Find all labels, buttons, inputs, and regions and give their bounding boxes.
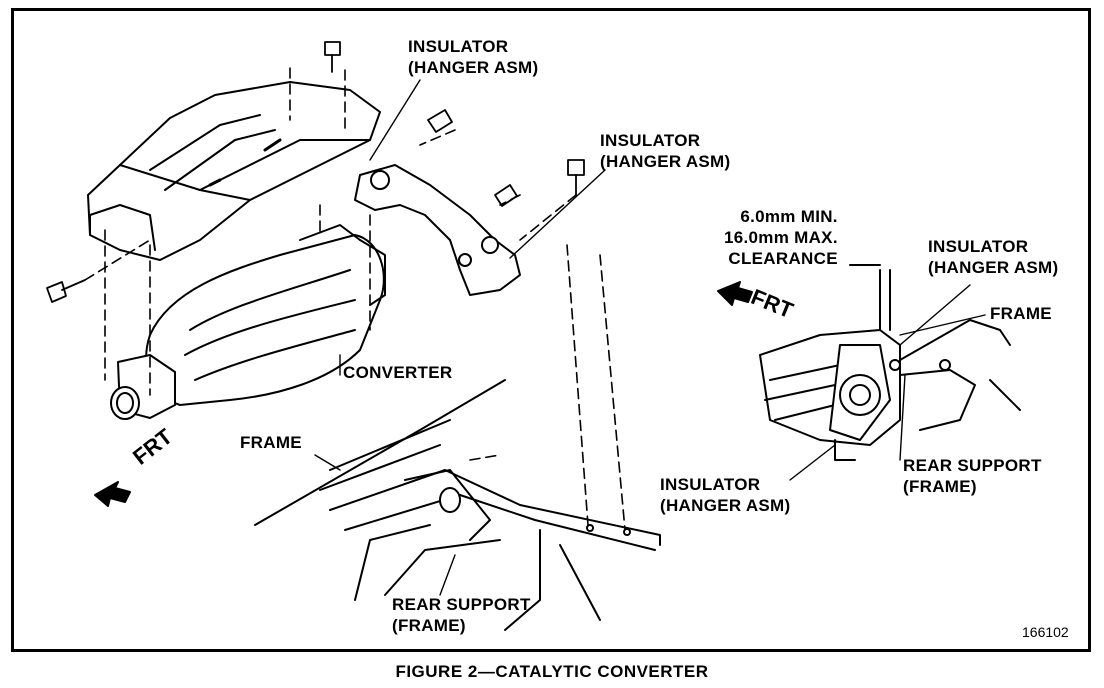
frt-arrow-right bbox=[717, 281, 753, 306]
frame-rail bbox=[254, 379, 661, 631]
frt-arrow-left bbox=[94, 481, 131, 507]
label-insulator-right: INSULATOR (HANGER ASM) bbox=[928, 237, 1059, 277]
label-rear-support-right: REAR SUPPORT (FRAME) bbox=[903, 456, 1042, 496]
converter-body bbox=[110, 224, 386, 420]
figure-border bbox=[11, 8, 1091, 652]
label-rear-support: REAR SUPPORT (FRAME) bbox=[392, 595, 531, 635]
label-frame-left: FRAME bbox=[240, 433, 302, 452]
bolts bbox=[46, 41, 585, 303]
detail-view bbox=[759, 264, 1021, 461]
heat-shield bbox=[87, 81, 381, 261]
hanger-bracket bbox=[354, 164, 521, 296]
label-converter: CONVERTER bbox=[343, 363, 453, 382]
figure-caption: FIGURE 2—CATALYTIC CONVERTER bbox=[395, 662, 709, 681]
label-clearance: 6.0mm MIN. 16.0mm MAX. CLEARANCE bbox=[724, 207, 838, 268]
figure-number: 166102 bbox=[1022, 624, 1069, 640]
label-insulator-bottom: INSULATOR (HANGER ASM) bbox=[660, 475, 791, 515]
label-insulator-mid: INSULATOR (HANGER ASM) bbox=[600, 131, 731, 171]
label-insulator-top: INSULATOR (HANGER ASM) bbox=[408, 37, 539, 77]
label-frame-right: FRAME bbox=[990, 304, 1052, 323]
